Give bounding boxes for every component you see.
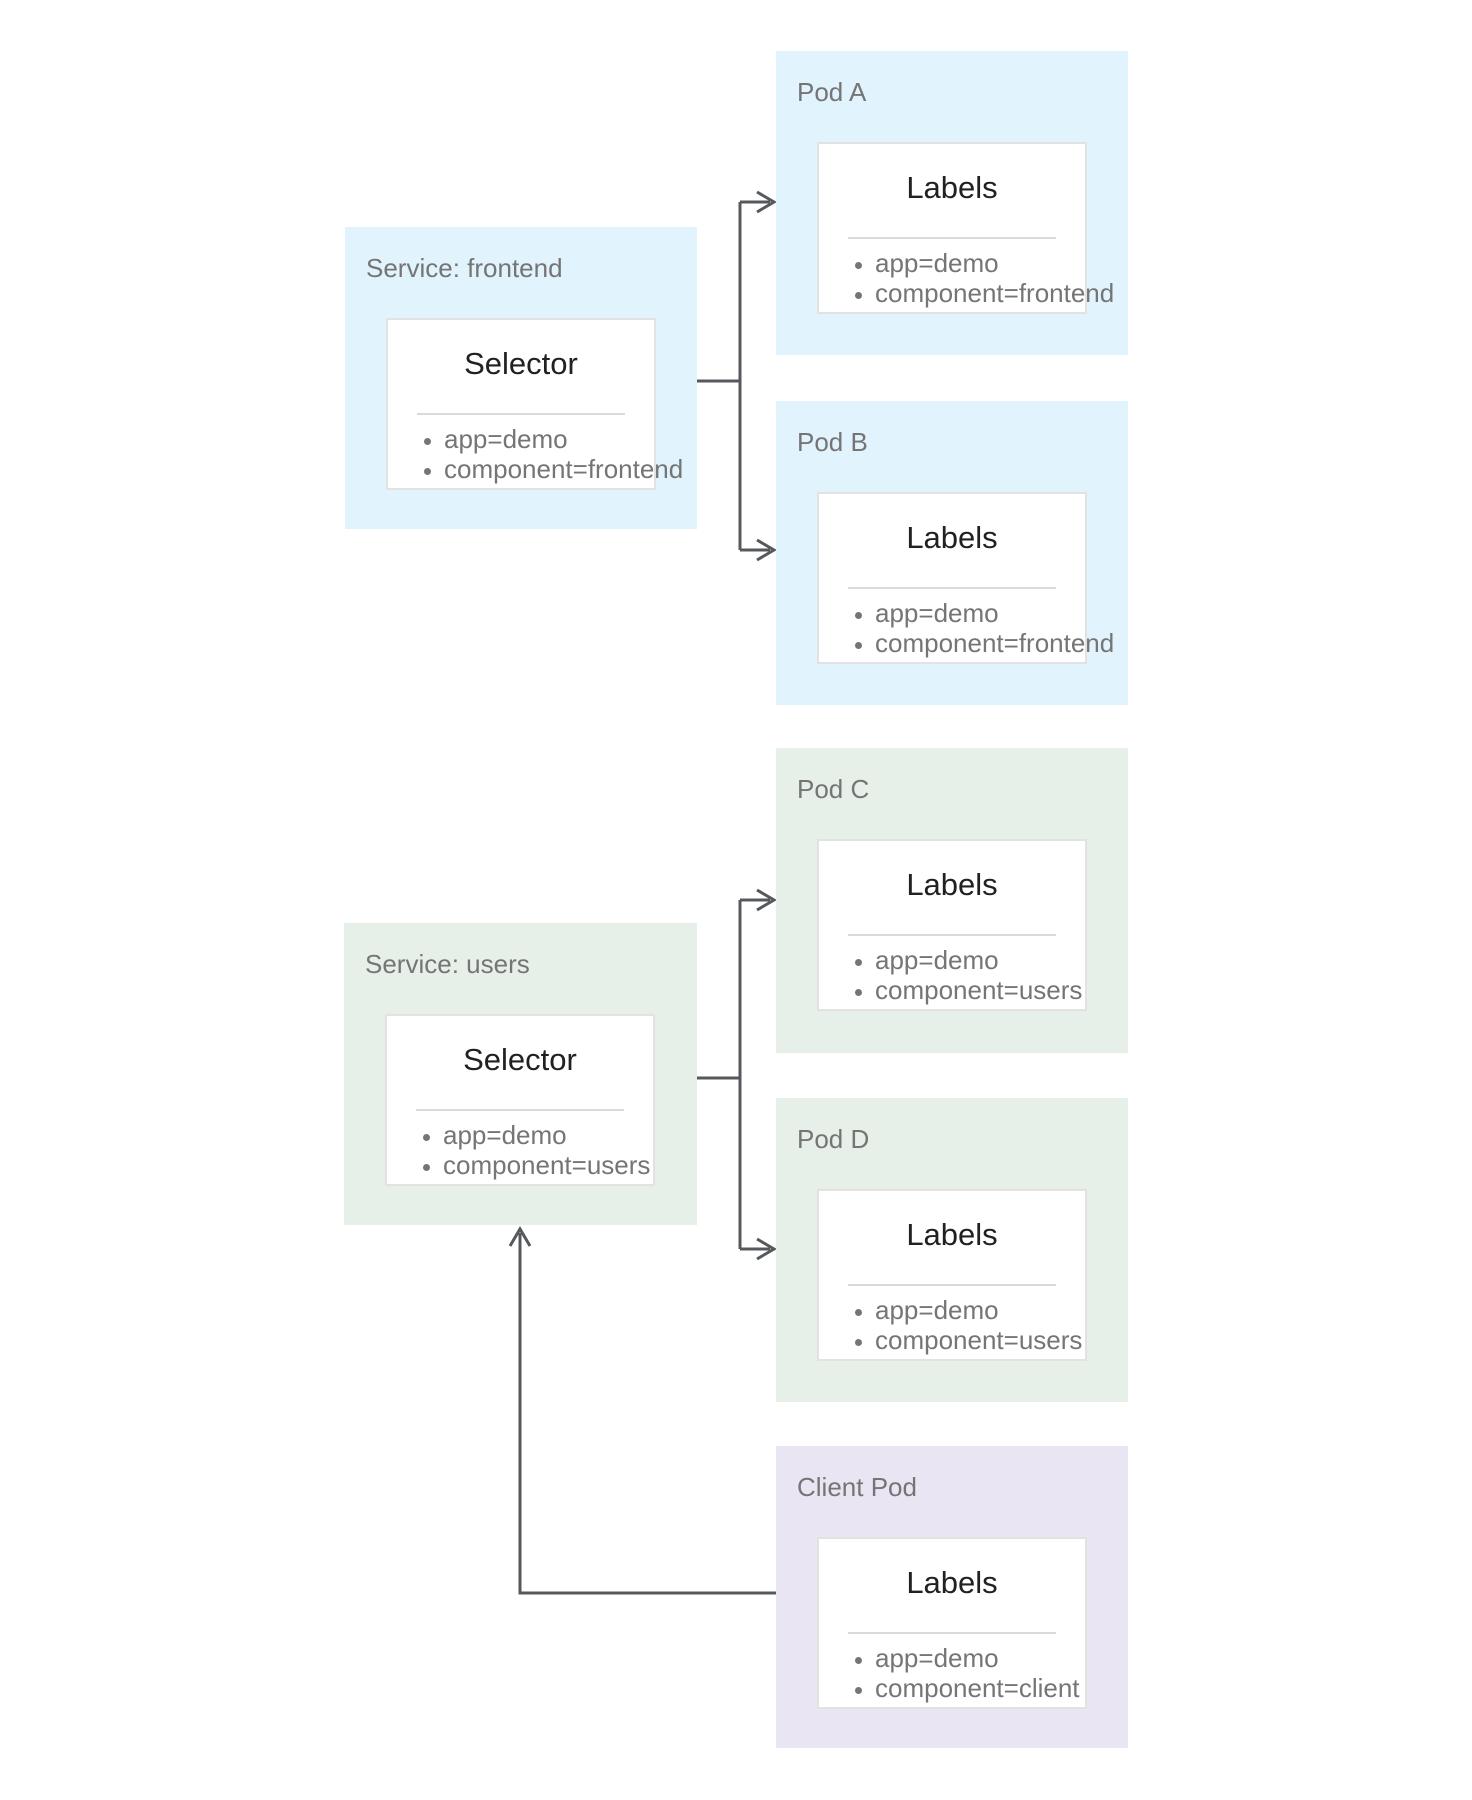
selector-item: component=frontend (444, 454, 683, 484)
pod-d-box: Pod D Labels app=demo component=users (776, 1098, 1128, 1402)
divider (416, 1109, 624, 1111)
arrow-client-pod-to-service-users (518, 1233, 777, 1595)
divider (848, 934, 1056, 936)
pod-c-box: Pod C Labels app=demo component=users (776, 748, 1128, 1053)
pod-a-labels-card: Labels app=demo component=frontend (817, 142, 1114, 314)
divider (848, 1284, 1056, 1286)
arrowhead-service-users (508, 1226, 532, 1247)
label-item: app=demo (875, 598, 1085, 628)
labels-list: app=demo component=frontend (819, 598, 1114, 658)
label-item: app=demo (875, 1295, 1085, 1325)
selector-list: app=demo component=users (387, 1120, 653, 1180)
pod-a-box: Pod A Labels app=demo component=frontend (776, 51, 1128, 355)
divider (848, 587, 1056, 589)
pod-b-labels-card: Labels app=demo component=frontend (817, 492, 1114, 664)
divider (848, 237, 1056, 239)
pod-b-title: Pod B (797, 427, 868, 457)
service-frontend-box: Service: frontend Selector app=demo comp… (345, 227, 697, 529)
arrowhead-pod-c (756, 888, 777, 912)
client-pod-labels-card: Labels app=demo component=client (817, 1537, 1087, 1709)
arrow-service-frontend-to-pods (697, 200, 770, 552)
label-item: component=client (875, 1673, 1085, 1703)
labels-heading: Labels (906, 520, 998, 555)
client-pod-box: Client Pod Labels app=demo component=cli… (776, 1446, 1128, 1748)
label-item: component=frontend (875, 278, 1114, 308)
label-item: app=demo (875, 248, 1085, 278)
label-item: app=demo (875, 1643, 1085, 1673)
pod-a-title: Pod A (797, 77, 867, 107)
labels-list: app=demo component=users (819, 945, 1085, 1005)
labels-heading: Labels (906, 170, 998, 205)
service-frontend-title: Service: frontend (366, 253, 563, 283)
pod-b-box: Pod B Labels app=demo component=frontend (776, 401, 1128, 705)
pod-c-title: Pod C (797, 774, 870, 804)
arrowhead-pod-d (756, 1237, 777, 1261)
service-users-selector-card: Selector app=demo component=users (385, 1014, 655, 1186)
label-item: component=frontend (875, 628, 1114, 658)
labels-list: app=demo component=frontend (819, 248, 1114, 308)
pod-c-labels-card: Labels app=demo component=users (817, 839, 1087, 1011)
labels-heading: Labels (906, 867, 998, 902)
labels-heading: Labels (906, 1217, 998, 1252)
selector-list: app=demo component=frontend (388, 424, 683, 484)
pod-d-title: Pod D (797, 1124, 870, 1154)
labels-list: app=demo component=client (819, 1643, 1085, 1703)
divider (848, 1632, 1056, 1634)
service-users-box: Service: users Selector app=demo compone… (344, 923, 697, 1225)
service-frontend-selector-card: Selector app=demo component=frontend (386, 318, 683, 490)
labels-heading: Labels (906, 1565, 998, 1600)
arrowhead-pod-a (756, 190, 777, 214)
label-item: app=demo (875, 945, 1085, 975)
selector-heading: Selector (464, 346, 578, 381)
divider (417, 413, 625, 415)
selector-item: app=demo (443, 1120, 653, 1150)
label-item: component=users (875, 1325, 1085, 1355)
selector-heading: Selector (463, 1042, 577, 1077)
arrow-service-users-to-pods (697, 898, 770, 1251)
label-item: component=users (875, 975, 1085, 1005)
service-users-title: Service: users (365, 949, 530, 979)
arrowhead-pod-b (756, 538, 777, 562)
selector-item: component=users (443, 1150, 653, 1180)
selector-item: app=demo (444, 424, 654, 454)
client-pod-title: Client Pod (797, 1472, 917, 1502)
pod-d-labels-card: Labels app=demo component=users (817, 1189, 1087, 1361)
labels-list: app=demo component=users (819, 1295, 1085, 1355)
